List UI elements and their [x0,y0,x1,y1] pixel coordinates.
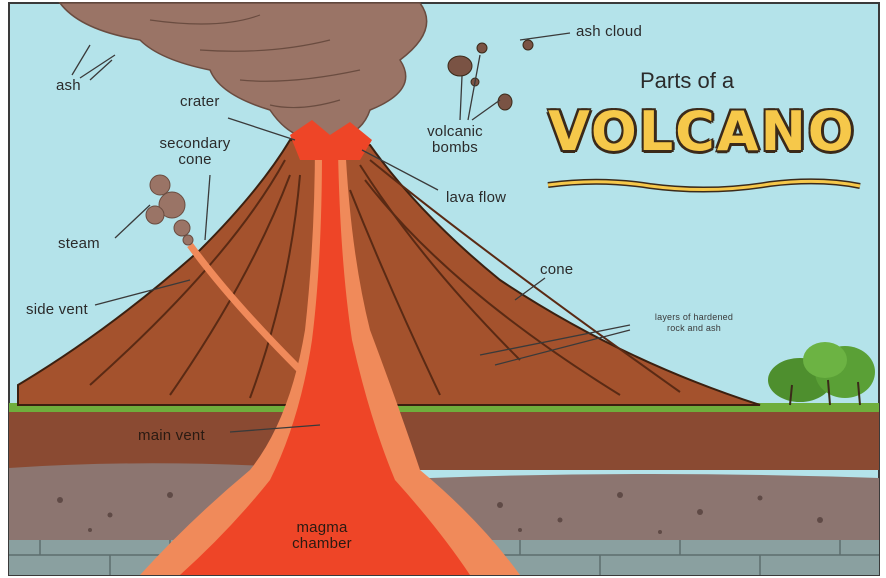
label-secondary-cone-line2: cone [140,152,250,168]
label-secondary-cone-line1: secondary [140,136,250,152]
label-main-vent: main vent [138,428,205,444]
label-magma-chamber-line1: magma [262,520,382,536]
label-cone: cone [540,262,573,278]
label-layers-line1: layers of hardened [626,312,762,323]
label-ash: ash [56,78,81,94]
title-main: VOLCANO [548,100,856,163]
label-ash-cloud: ash cloud [576,24,642,40]
label-volcanic-bombs: volcanic bombs [410,124,500,156]
title-subtitle: Parts of a [640,68,734,94]
label-side-vent: side vent [26,302,88,318]
label-layers: layers of hardened rock and ash [626,312,762,335]
label-layers-line2: rock and ash [626,323,762,334]
label-magma-chamber: magma chamber [262,520,382,552]
label-volcanic-bombs-line2: bombs [410,140,500,156]
label-crater: crater [180,94,220,110]
label-magma-chamber-line2: chamber [262,536,382,552]
label-lava-flow: lava flow [446,190,506,206]
label-secondary-cone: secondary cone [140,136,250,168]
label-steam: steam [58,236,100,252]
label-volcanic-bombs-line1: volcanic [410,124,500,140]
